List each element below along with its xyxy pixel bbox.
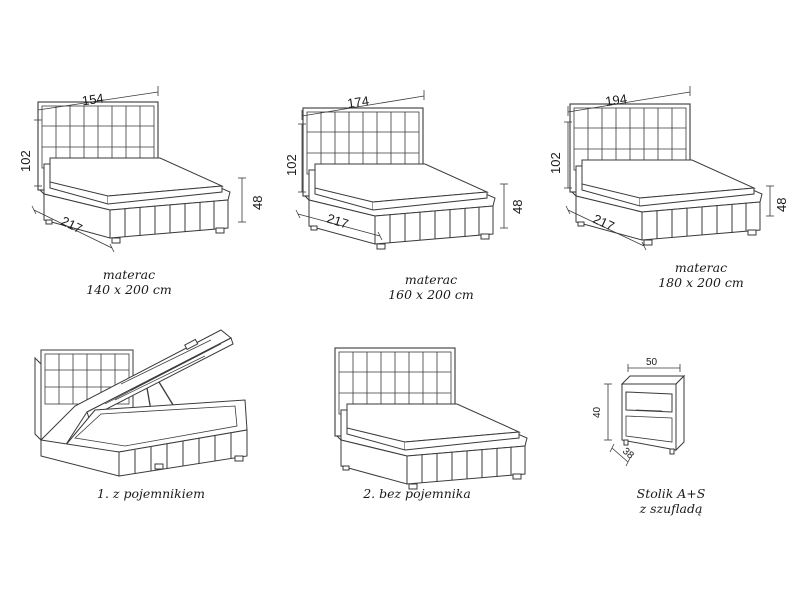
nightstand-width-label: 50 — [646, 357, 658, 368]
bed-2-width-label: 174 — [346, 93, 370, 111]
nightstand-drawing — [620, 374, 686, 455]
bed-without-storage-drawing — [335, 348, 527, 489]
bed-2-length-label: 217 — [325, 211, 350, 232]
bed-1-width-label: 154 — [81, 90, 105, 108]
bed-2-caption-line1: materac — [404, 272, 458, 287]
bed-with-storage-drawing — [34, 329, 248, 477]
bed-1-caption-line2: 140 x 200 cm — [86, 282, 172, 297]
bed-1-mattress-caption: materac 140 x 200 cm — [74, 267, 184, 297]
bed-3-height-label: 102 — [548, 152, 563, 174]
bed-2-height-label: 102 — [284, 154, 299, 176]
dimension-lines-bed-3 — [564, 86, 774, 251]
bed-1-side-height-label: 48 — [250, 196, 265, 210]
nightstand-caption: Stolik A+S z szufladą — [616, 486, 726, 516]
nightstand-caption-line1: Stolik A+S — [636, 486, 706, 501]
bed-2-caption-line2: 160 x 200 cm — [388, 287, 474, 302]
bed-2-side-height-label: 48 — [510, 200, 525, 214]
bed-1-caption-line1: materac — [102, 267, 156, 282]
nightstand-depth-label: 38 — [620, 446, 636, 462]
bed-3-mattress-caption: materac 180 x 200 cm — [646, 260, 756, 290]
bed-3-caption-line1: materac — [674, 260, 728, 275]
bed-3-width-label: 194 — [604, 91, 628, 109]
bed-2-mattress-caption: materac 160 x 200 cm — [376, 272, 486, 302]
nightstand-height-label: 40 — [592, 406, 603, 418]
bed-1-height-label: 102 — [18, 150, 33, 172]
dimension-lines-bed-1 — [31, 86, 246, 253]
bed-3-side-height-label: 48 — [774, 198, 789, 212]
variant-2-caption: 2. bez pojemnika — [363, 486, 471, 501]
dimension-lines-bed-2 — [295, 90, 508, 241]
dimension-lines-nightstand — [604, 364, 681, 467]
nightstand-caption-line2: z szufladą — [639, 501, 703, 516]
bed-drawing-2 — [303, 108, 495, 249]
variant-1-caption: 1. z pojemnikiem — [97, 486, 205, 501]
bed-3-caption-line2: 180 x 200 cm — [658, 275, 744, 290]
